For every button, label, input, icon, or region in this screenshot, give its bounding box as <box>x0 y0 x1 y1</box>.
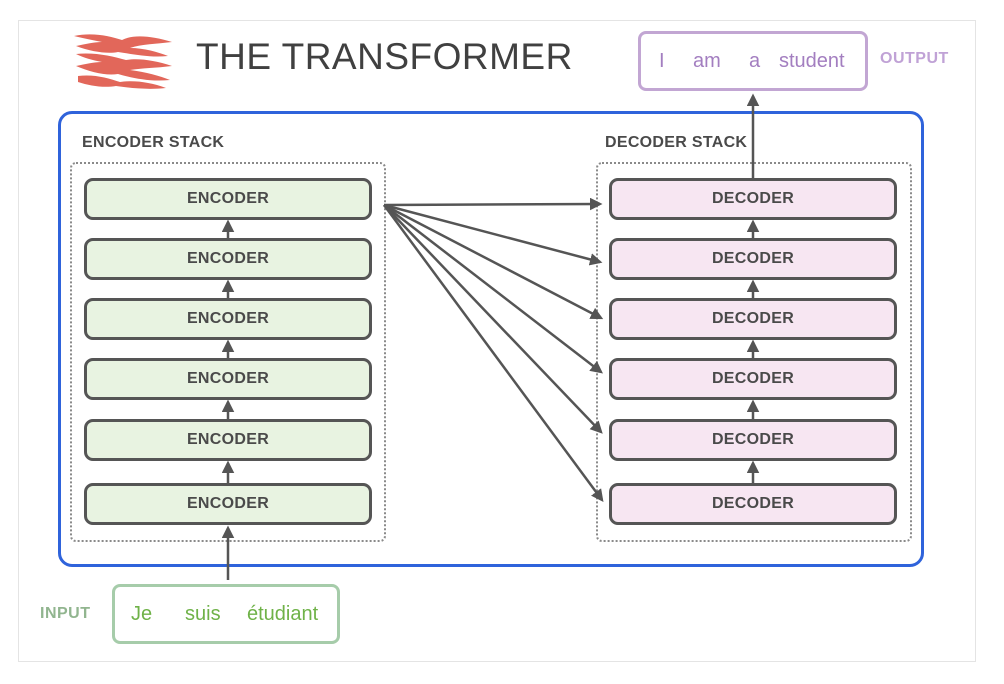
decoder-block: DECODER <box>609 178 897 220</box>
input-word: étudiant <box>247 602 319 625</box>
input-label: INPUT <box>40 605 91 622</box>
decoder-block: DECODER <box>609 358 897 400</box>
encoder-block: ENCODER <box>84 178 372 220</box>
diagram-frame <box>18 20 976 662</box>
cross-attention-arrow <box>383 204 603 374</box>
decoder-block: DECODER <box>609 238 897 280</box>
encoder-stack-label: ENCODER STACK <box>82 134 225 151</box>
output-label: OUTPUT <box>880 50 949 67</box>
diagram-title: THE TRANSFORMER <box>196 36 573 77</box>
output-word: I <box>659 49 665 72</box>
output-word: student <box>779 49 845 72</box>
encoder-block: ENCODER <box>84 238 372 280</box>
encoder-block: ENCODER <box>84 298 372 340</box>
cross-attention-arrow <box>383 203 604 320</box>
cross-attention-arrow <box>382 204 604 503</box>
input-sentence-box: Je suis étudiant <box>112 584 340 644</box>
input-word: suis <box>185 602 221 625</box>
transformer-box <box>58 111 924 567</box>
transformer-logo <box>74 34 172 89</box>
output-sentence-box: I am a student <box>638 31 868 91</box>
cross-attention-arrow <box>383 203 603 266</box>
input-word: Je <box>131 602 153 625</box>
output-word: a <box>749 49 761 72</box>
cross-attention-arrow <box>383 197 603 211</box>
cross-attention-arrow <box>383 204 603 434</box>
decoder-block: DECODER <box>609 483 897 525</box>
decoder-block: DECODER <box>609 419 897 461</box>
encoder-block: ENCODER <box>84 419 372 461</box>
decoder-stack-label: DECODER STACK <box>605 134 748 151</box>
encoder-block: ENCODER <box>84 483 372 525</box>
output-word: am <box>693 49 721 72</box>
decoder-block: DECODER <box>609 298 897 340</box>
encoder-block: ENCODER <box>84 358 372 400</box>
